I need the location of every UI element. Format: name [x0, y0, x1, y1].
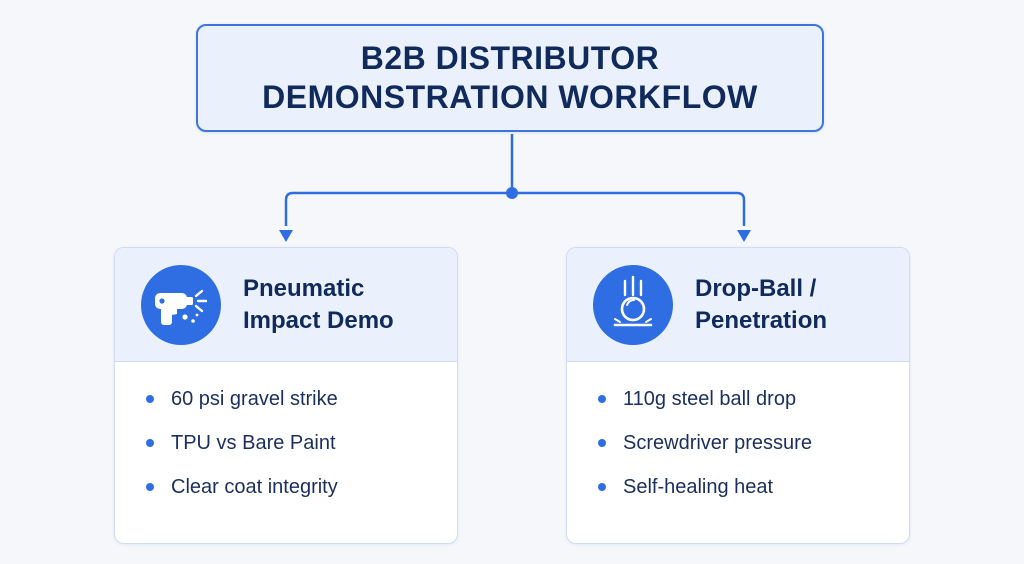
- left-arrowhead: [279, 230, 293, 242]
- pneumatic-impact-card: Pneumatic Impact Demo 60 psi gravel stri…: [114, 247, 458, 544]
- card-title-line-1: Pneumatic: [243, 274, 365, 302]
- list-item: TPU vs Bare Paint: [145, 432, 338, 454]
- drop-ball-penetration-card: Drop-Ball / Penetration 110g steel ball …: [566, 247, 910, 544]
- pneumatic-gun-icon: [141, 264, 221, 345]
- list-item: 110g steel ball drop: [597, 388, 812, 410]
- list-item: Clear coat integrity: [145, 476, 338, 498]
- list-item: Self-healing heat: [597, 476, 812, 498]
- card-header: Pneumatic Impact Demo: [115, 248, 457, 362]
- card-title-line-2: Impact Demo: [243, 306, 394, 334]
- card-bullet-list: 60 psi gravel strike TPU vs Bare Paint C…: [145, 388, 338, 520]
- right-arrowhead: [737, 230, 751, 242]
- card-title: Drop-Ball / Penetration: [695, 273, 827, 337]
- card-title: Pneumatic Impact Demo: [243, 273, 394, 337]
- card-title-line-2: Penetration: [695, 306, 828, 334]
- title-line-1: B2B DISTRIBUTOR: [360, 40, 660, 76]
- list-item: 60 psi gravel strike: [145, 388, 338, 410]
- card-bullet-list: 110g steel ball drop Screwdriver pressur…: [597, 388, 812, 520]
- workflow-title-box: B2B DISTRIBUTOR DEMONSTRATION WORKFLOW: [196, 24, 824, 132]
- list-item: Screwdriver pressure: [597, 432, 812, 454]
- falling-ball-icon: [593, 264, 673, 345]
- junction-dot: [506, 187, 518, 199]
- title-line-2: DEMONSTRATION WORKFLOW: [262, 79, 758, 115]
- card-header: Drop-Ball / Penetration: [567, 248, 909, 362]
- card-title-line-1: Drop-Ball /: [695, 274, 817, 302]
